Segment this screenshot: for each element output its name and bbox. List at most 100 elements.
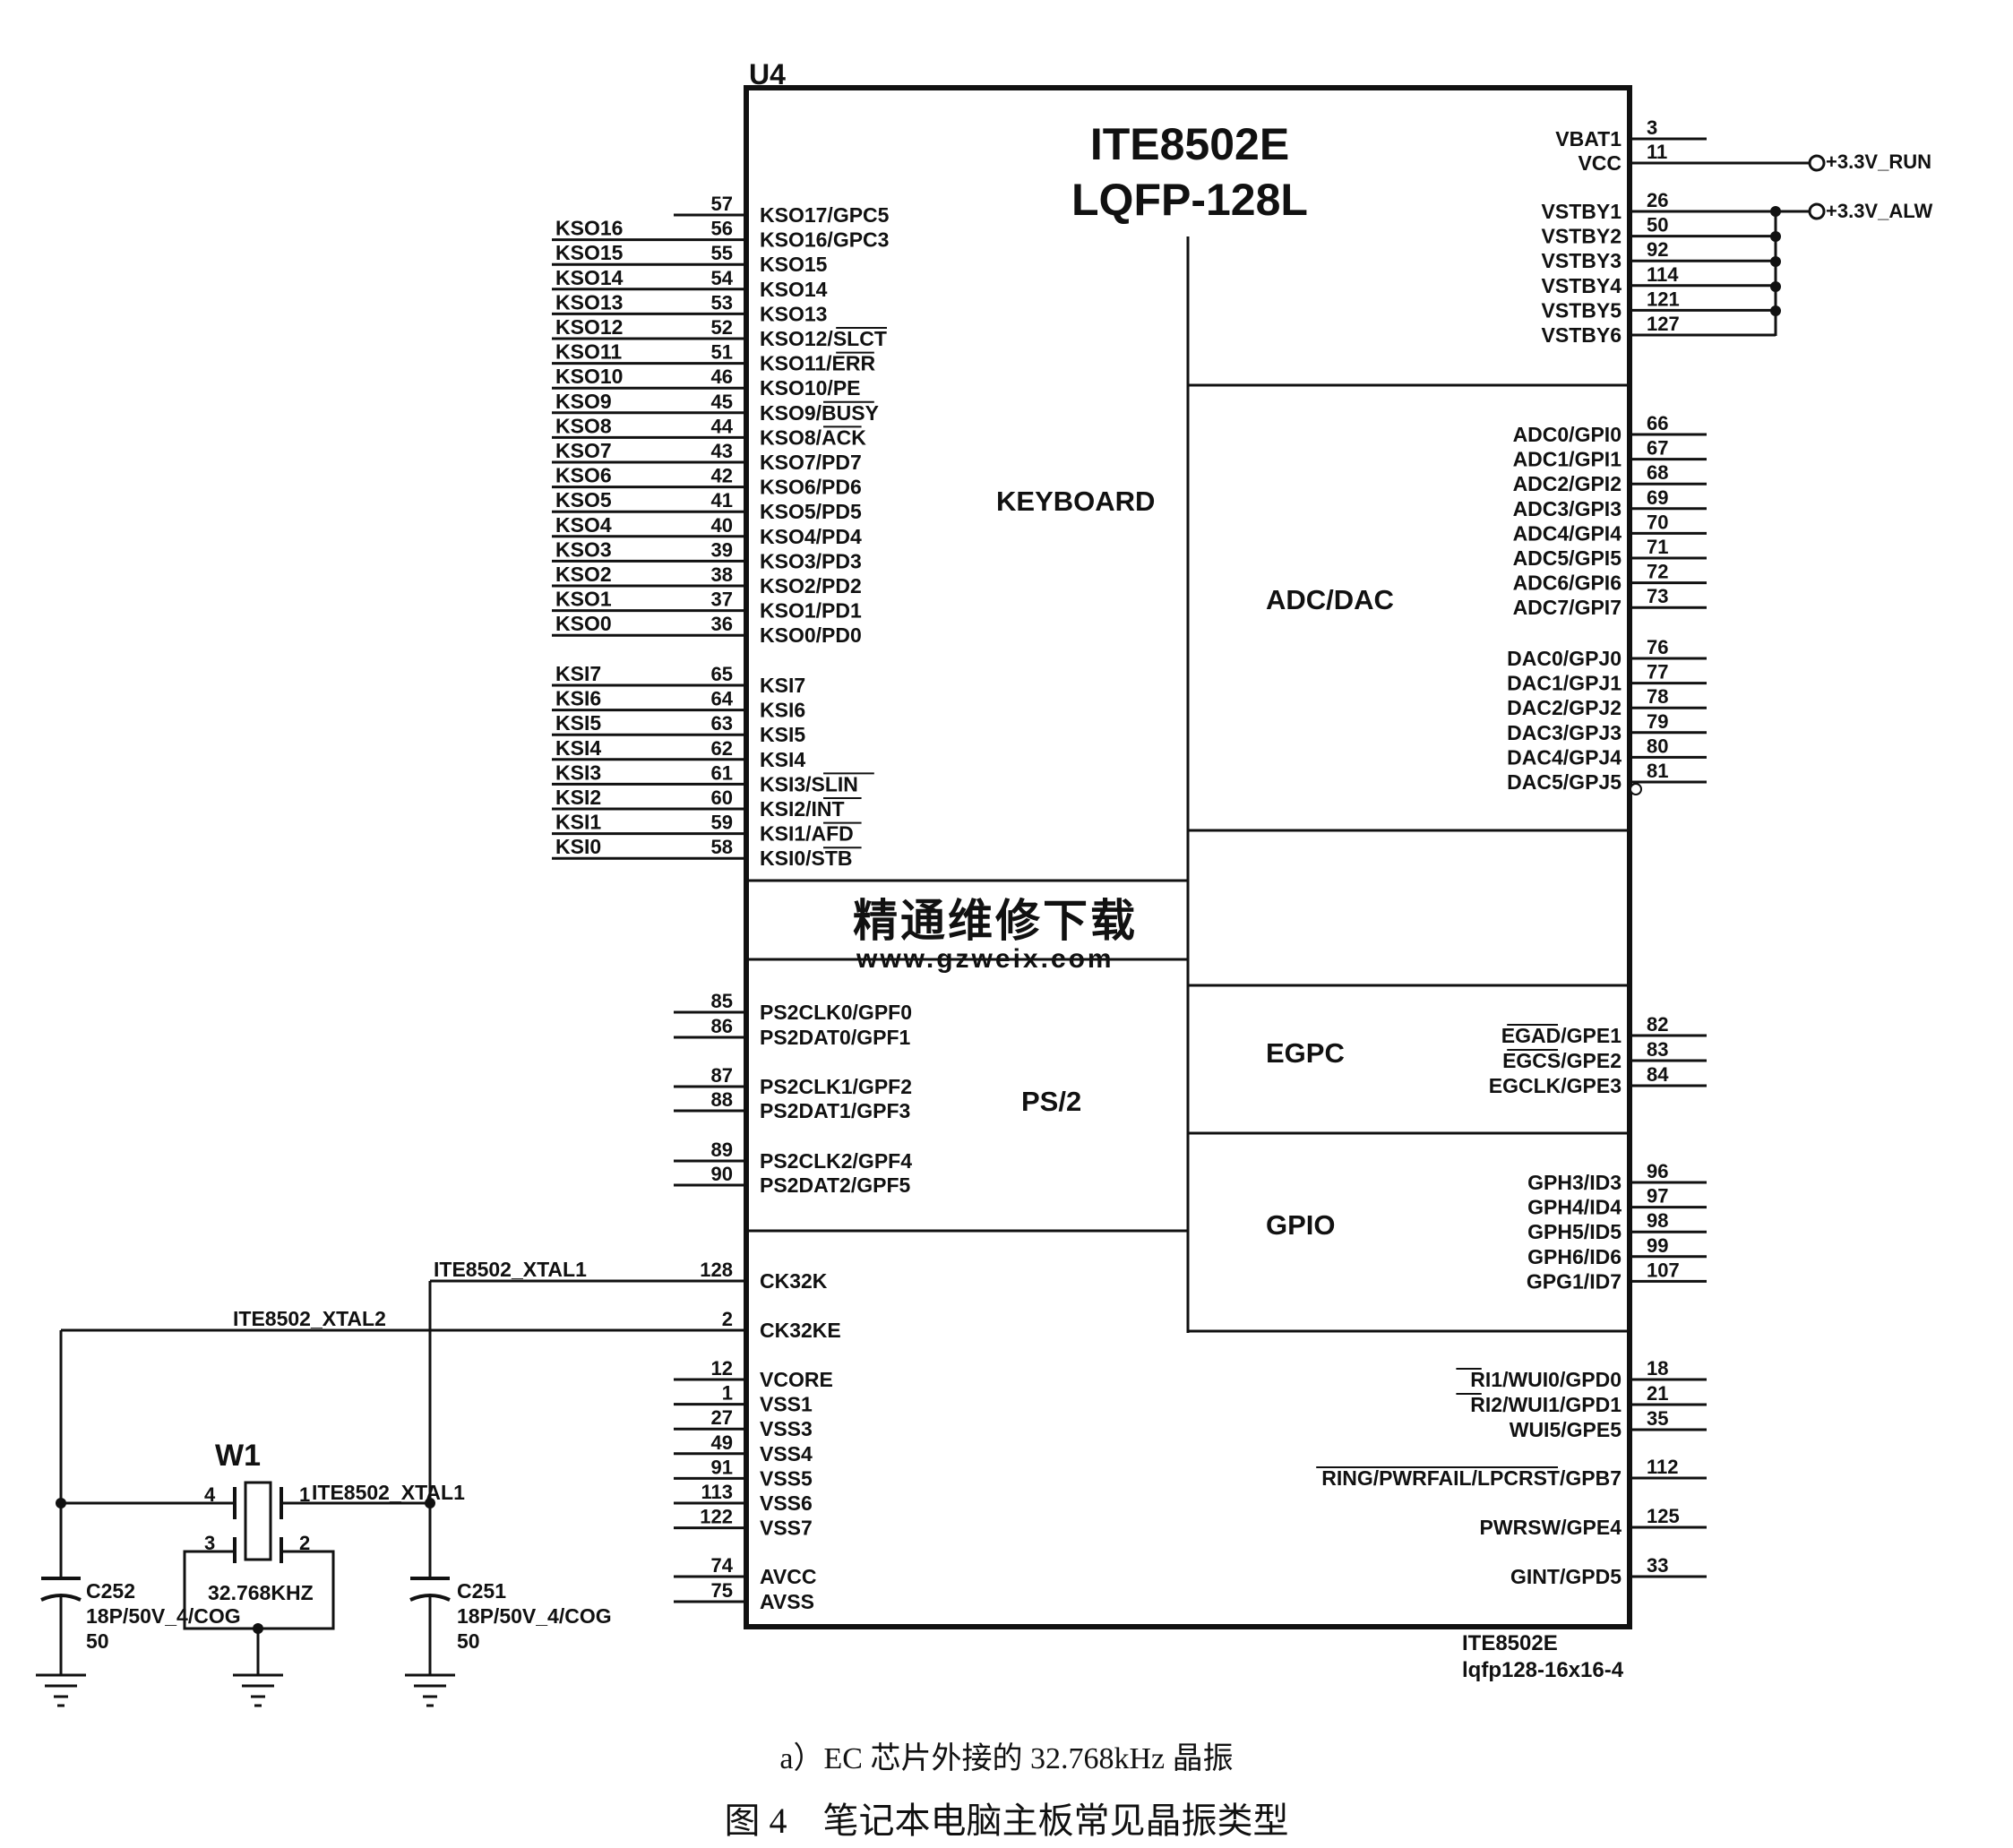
crystal-pin3: 3 [204, 1532, 215, 1554]
pin-name: DAC4/GPJ4 [1507, 745, 1622, 769]
pin-name: KSO10/PE [760, 376, 861, 400]
pin-number: 41 [711, 489, 733, 511]
pin-name: KSO11/ERR [760, 352, 875, 375]
pin-number: 89 [711, 1139, 733, 1161]
pin-name: VCORE [760, 1368, 833, 1391]
pin-number: 39 [711, 538, 733, 561]
pin-number: 81 [1647, 760, 1668, 782]
pin-number: 85 [711, 990, 733, 1012]
pin-number: 63 [711, 712, 733, 735]
pin-number: 49 [711, 1431, 733, 1454]
net-label: KSI7 [555, 662, 601, 685]
net-label: KSO9 [555, 390, 612, 413]
pin-number: 96 [1647, 1160, 1668, 1182]
pin-name: KSI3/SLIN [760, 772, 858, 795]
pin-name: KSO8/ACK [760, 425, 866, 449]
crystal-pin2: 2 [299, 1532, 310, 1554]
pin-name: KSO17/GPC5 [760, 203, 890, 227]
pin-number: 68 [1647, 461, 1668, 484]
pin-number: 114 [1647, 263, 1679, 286]
pin-number: 122 [700, 1506, 733, 1528]
rail-run-terminal [1808, 154, 1826, 172]
pin-number: 71 [1647, 536, 1668, 558]
pin-number: 107 [1647, 1259, 1680, 1281]
pin-name: ADC3/GPI3 [1513, 497, 1622, 520]
pin-name: DAC1/GPJ1 [1507, 672, 1622, 695]
pin-name: PS2DAT0/GPF1 [760, 1026, 910, 1049]
pin-name: ADC1/GPI1 [1513, 448, 1622, 471]
pin-number: 91 [711, 1456, 733, 1478]
pin-number: 38 [711, 563, 733, 586]
net-label: KSO13 [555, 290, 623, 314]
section-egpc: EGPC [1266, 1037, 1345, 1069]
pin-number: 21 [1647, 1382, 1668, 1405]
pin-number: 113 [701, 1481, 734, 1503]
pin-name: GPG1/ID7 [1527, 1269, 1622, 1293]
pin-name: KSO6/PD6 [760, 476, 862, 499]
pin-number: 128 [700, 1259, 733, 1281]
cap-c251-extra: 50 [457, 1629, 480, 1653]
pin-number: 42 [711, 465, 733, 487]
pin-name: ADC6/GPI6 [1513, 572, 1622, 595]
net-label: KSO16 [555, 217, 623, 240]
net-label: KSI6 [555, 687, 601, 710]
net-label: KSO1 [555, 588, 612, 611]
net-label: KSO4 [555, 513, 612, 537]
pin-number: 56 [711, 218, 733, 240]
section-keyboard: KEYBOARD [996, 486, 1155, 517]
pin-name: DAC5/GPJ5 [1507, 770, 1622, 794]
pin-number: 88 [711, 1088, 733, 1111]
ground-symbol-middle [233, 1673, 283, 1707]
pin-number: 58 [711, 836, 733, 858]
pin-name: GPH5/ID5 [1527, 1220, 1622, 1243]
pin-number: 57 [711, 193, 733, 215]
chip-footer-part: ITE8502E [1462, 1631, 1558, 1655]
pin-number: 59 [711, 812, 733, 834]
pin-name: ADC0/GPI0 [1513, 423, 1622, 446]
cap-c251-plate-curved [409, 1594, 451, 1602]
pin-number: 74 [711, 1554, 734, 1577]
ground-symbol-left [36, 1673, 86, 1707]
pin-name: PS2DAT2/GPF5 [760, 1173, 910, 1197]
chip-footer-pkg: lqfp128-16x16-4 [1462, 1658, 1624, 1682]
pin-name: GPH6/ID6 [1527, 1245, 1622, 1268]
cap-c252-extra: 50 [86, 1629, 109, 1653]
pin-name: AVCC [760, 1565, 816, 1588]
net-label: KSI1 [555, 811, 601, 834]
section-ps2: PS/2 [1021, 1086, 1081, 1117]
pin-name: ADC4/GPI4 [1513, 521, 1622, 545]
pin-number: 112 [1647, 1456, 1679, 1478]
section-gpio: GPIO [1266, 1209, 1336, 1241]
net-label: KSO14 [555, 266, 624, 289]
net-label: KSI3 [555, 761, 601, 784]
pin-number: 12 [711, 1357, 733, 1380]
pin-name: GPH4/ID4 [1527, 1196, 1622, 1219]
cap-c251-value: 18P/50V_4/COG [457, 1604, 612, 1628]
pin-name: KSO12/SLCT [760, 327, 887, 350]
pin-number: 80 [1647, 735, 1668, 757]
pin-number: 37 [711, 589, 733, 611]
net-label: KSO10 [555, 365, 623, 388]
pin-number: 18 [1647, 1357, 1668, 1380]
pin-name: EGCS/GPE2 [1502, 1049, 1622, 1072]
pin-number: 46 [711, 365, 733, 388]
ground-symbol-right [405, 1673, 455, 1707]
pin-name: PS2CLK0/GPF0 [760, 1001, 912, 1024]
pin-name: KSI6 [760, 699, 805, 722]
pin-name: VSS1 [760, 1393, 813, 1416]
pin-name: KSI4 [760, 748, 805, 771]
pin-number: 90 [711, 1163, 733, 1185]
pin-name: VSS6 [760, 1491, 813, 1515]
crystal-pin4: 4 [204, 1483, 216, 1506]
pin-number: 72 [1647, 561, 1668, 583]
pin-name: PS2CLK2/GPF4 [760, 1149, 912, 1173]
chip-title-line1: ITE8502E [1090, 119, 1289, 169]
net-xtal1-crystal: ITE8502_XTAL1 [312, 1481, 465, 1504]
pin-name: RI2/WUI1/GPD1 [1470, 1393, 1622, 1416]
pin-number: 86 [711, 1015, 733, 1037]
pin-number: 125 [1647, 1505, 1680, 1527]
pin-name: EGAD/GPE1 [1501, 1024, 1622, 1047]
pin-number: 44 [711, 415, 734, 437]
pin-name: VCC [1578, 151, 1622, 175]
